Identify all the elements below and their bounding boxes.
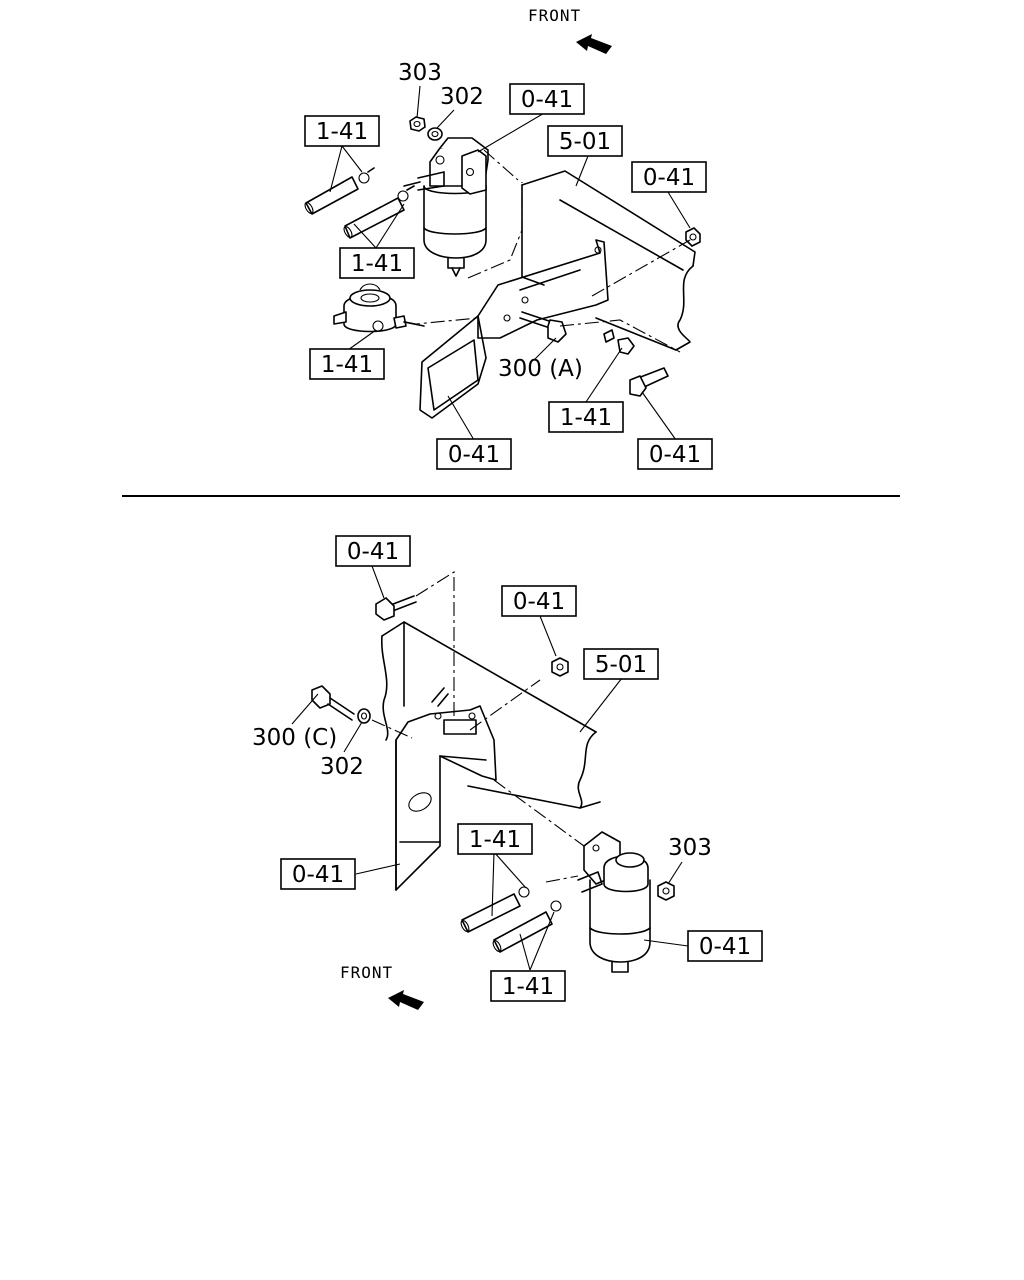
bottom-front-arrow-icon (388, 990, 424, 1010)
svg-text:1-41: 1-41 (351, 251, 403, 277)
svg-text:1-41: 1-41 (502, 974, 554, 1000)
svg-text:0-41: 0-41 (292, 862, 344, 888)
top-washer-302 (427, 127, 443, 141)
bottom-ref-frame[interactable]: 5-01 (583, 648, 659, 680)
top-fuel-filter (403, 137, 489, 277)
bottom-fuel-filter (577, 831, 651, 973)
top-label-302: 302 (440, 84, 484, 110)
bottom-diagram: 0-41 0-41 5-01 300 (C) 302 303 1-41 0-41… (252, 535, 763, 1010)
svg-text:5-01: 5-01 (559, 129, 611, 155)
top-diagram: FRONT (304, 6, 713, 470)
top-front-arrow-icon (576, 34, 612, 54)
bottom-frame-rail (381, 621, 601, 809)
bottom-ref-hose-upper[interactable]: 1-41 (457, 823, 533, 855)
top-priming-pump (333, 283, 425, 333)
bottom-leaders (291, 565, 689, 971)
top-ref-head-bracket[interactable]: 0-41 (509, 83, 585, 115)
bottom-bolt-top (375, 595, 417, 621)
svg-text:5-01: 5-01 (595, 652, 647, 678)
bottom-washer-302 (357, 708, 371, 724)
top-frame-nut (685, 227, 701, 247)
bottom-ref-hose-lower[interactable]: 1-41 (490, 970, 566, 1002)
top-flange-bolt (629, 367, 669, 397)
bottom-label-300c: 300 (C) (252, 725, 337, 751)
top-ref-hose-upper[interactable]: 1-41 (304, 115, 380, 147)
bottom-front-label: FRONT (340, 963, 393, 982)
bottom-frame-nut (551, 657, 569, 677)
bottom-nut-303 (657, 881, 675, 901)
svg-text:0-41: 0-41 (513, 589, 565, 615)
top-hoses (304, 167, 415, 239)
bottom-ref-bracket[interactable]: 0-41 (280, 858, 356, 890)
svg-text:1-41: 1-41 (469, 827, 521, 853)
svg-text:1-41: 1-41 (560, 405, 612, 431)
top-front-label: FRONT (528, 6, 581, 25)
svg-text:0-41: 0-41 (643, 165, 695, 191)
top-ref-nut-right[interactable]: 0-41 (631, 161, 707, 193)
top-ref-frame[interactable]: 5-01 (547, 125, 623, 157)
bottom-ref-nut[interactable]: 0-41 (501, 585, 577, 617)
top-label-303: 303 (398, 60, 442, 86)
top-ref-bolt[interactable]: 0-41 (637, 438, 713, 470)
top-ref-clip[interactable]: 1-41 (548, 401, 624, 433)
svg-text:0-41: 0-41 (347, 539, 399, 565)
bottom-label-303: 303 (668, 835, 712, 861)
top-mount-bracket (419, 239, 609, 419)
svg-text:0-41: 0-41 (699, 934, 751, 960)
bottom-hoses (460, 886, 562, 953)
top-ref-pump[interactable]: 1-41 (309, 348, 385, 380)
bottom-ref-filter[interactable]: 0-41 (687, 930, 763, 962)
bottom-bolt-300c (311, 685, 355, 721)
svg-text:0-41: 0-41 (649, 442, 701, 468)
top-leaders (329, 85, 691, 441)
top-front-indicator: FRONT (528, 6, 612, 54)
svg-text:1-41: 1-41 (321, 352, 373, 378)
svg-text:0-41: 0-41 (448, 442, 500, 468)
top-ref-bracket[interactable]: 0-41 (436, 438, 512, 470)
top-label-300a: 300 (A) (498, 356, 583, 382)
bottom-ref-bolt-top[interactable]: 0-41 (335, 535, 411, 567)
top-ref-hose-lower[interactable]: 1-41 (339, 247, 415, 279)
top-nut-303 (409, 116, 426, 132)
svg-text:1-41: 1-41 (316, 119, 368, 145)
top-frame-rail (521, 170, 696, 351)
svg-text:0-41: 0-41 (521, 87, 573, 113)
bottom-front-indicator: FRONT (340, 963, 424, 1010)
bottom-label-302: 302 (320, 754, 364, 780)
top-clip-bolt (603, 329, 635, 355)
top-bolt-300a (519, 311, 567, 343)
